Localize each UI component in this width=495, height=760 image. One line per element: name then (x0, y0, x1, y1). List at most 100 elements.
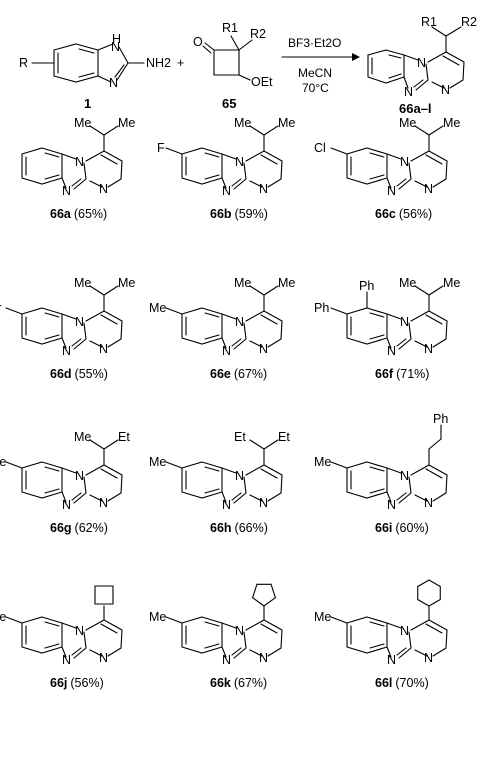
pyrimidine-n-label: N (99, 182, 108, 196)
ring-substituent-label: Me (0, 455, 6, 469)
plus-sign: + (177, 56, 184, 70)
ketone-oxygen-label: O (193, 35, 203, 49)
bridgehead-n-label: N (75, 469, 84, 483)
cyclohexyl-ring (417, 579, 441, 607)
imidazole-n-label: N (222, 498, 231, 512)
bridgehead-n-label: N (400, 155, 409, 169)
product-yield: (70%) (395, 676, 428, 690)
pyrimidine-n-label: N (424, 182, 433, 196)
pyrimidine-n-label: N (424, 496, 433, 510)
nh-nitrogen-label: N (111, 40, 120, 54)
pyrimidine-n-label: N (424, 342, 433, 356)
imidazole-n-label: N (62, 184, 71, 198)
imidazole-n-label: N (387, 344, 396, 358)
side-chain-left-label: Me (234, 276, 251, 290)
r-group-label: R (19, 56, 28, 70)
product-caption: 66l(70%) (375, 676, 429, 690)
side-chain-right-label: Me (118, 276, 135, 290)
bridgehead-n-label: N (75, 315, 84, 329)
product-number: 66l (375, 676, 392, 690)
pyrimidine-n-label: N (99, 651, 108, 665)
r1-label: R1 (222, 21, 238, 35)
ring-substituent-label: Me (0, 610, 6, 624)
side-chain-left-label: Me (399, 276, 416, 290)
side-chain-left-label: Me (399, 116, 416, 130)
ring-substituent-label: Me (314, 610, 331, 624)
nh-hydrogen-label: H (112, 32, 121, 46)
ring-substituent-label: Me (149, 301, 166, 315)
product-number: 66k (210, 676, 231, 690)
product-yield: (59%) (235, 207, 268, 221)
product-bridge-n: N (417, 56, 426, 70)
phenyl-label: Ph (433, 412, 448, 426)
product-yield: (56%) (70, 676, 103, 690)
imidazole-n-label: N (222, 344, 231, 358)
product-ring-n: N (441, 83, 450, 97)
product-yield: (66%) (235, 521, 268, 535)
side-chain-right-label: Me (278, 276, 295, 290)
side-chain-left-label: Me (74, 430, 91, 444)
product-caption: 66c(56%) (375, 207, 432, 221)
product-number: 66j (50, 676, 67, 690)
pyrimidine-n-label: N (424, 651, 433, 665)
product-general-structure (367, 26, 465, 91)
side-chain-right-label: Me (118, 116, 135, 130)
imidazole-n-label: N (387, 184, 396, 198)
product-caption: 66b(59%) (210, 207, 268, 221)
side-chain-right-label: Me (278, 116, 295, 130)
imidazole-n-label: N (62, 344, 71, 358)
reactant-1-structure (31, 43, 145, 83)
product-number: 66b (210, 207, 232, 221)
reaction-arrow (281, 53, 360, 61)
product-yield: (67%) (234, 367, 267, 381)
cyclobutyl-ring (94, 585, 114, 605)
temperature-label: 70°C (302, 81, 329, 95)
bridgehead-n-label: N (235, 315, 244, 329)
ring-substituent-label: F (157, 141, 165, 155)
product-yield: (71%) (396, 367, 429, 381)
ethoxy-label: OEt (251, 75, 273, 89)
ring-substituent-label: Br (0, 301, 2, 315)
side-chain-left-label: Me (74, 116, 91, 130)
pyrimidine-n-label: N (259, 496, 268, 510)
product-imine-n: N (404, 85, 413, 99)
product-number: 66a (50, 207, 72, 221)
product-66g: NNNMeMeEt66g(62%) (0, 430, 130, 535)
product-number: 66e (210, 367, 231, 381)
product-number: 66g (50, 521, 72, 535)
side-chain-left-label: Et (234, 430, 246, 444)
ring-substituent-label: Me (149, 610, 166, 624)
pyrimidine-n-label: N (259, 342, 268, 356)
ring-substituent-2-label: Ph (359, 279, 374, 293)
product-caption: 66d(55%) (50, 367, 108, 381)
side-chain-left-label: Me (74, 276, 91, 290)
imidazole-n-label: N (222, 184, 231, 198)
product-number: 66f (375, 367, 394, 381)
ring-substituent-label: Me (149, 455, 166, 469)
product-caption: 66j(56%) (50, 676, 104, 690)
bridgehead-n-label: N (75, 155, 84, 169)
product-caption: 66f(71%) (375, 367, 429, 381)
imidazole-n-label: N (222, 653, 231, 667)
pyrimidine-n-label: N (99, 496, 108, 510)
amine-label: NH2 (146, 56, 171, 70)
pyrimidine-n-label: N (99, 342, 108, 356)
product-number: 66h (210, 521, 232, 535)
product-yield: (55%) (75, 367, 108, 381)
product-caption: 66a(65%) (50, 207, 107, 221)
bridgehead-n-label: N (400, 624, 409, 638)
solvent-label: MeCN (298, 66, 332, 80)
product-number: 66c (375, 207, 396, 221)
imidazole-n-label: N (62, 498, 71, 512)
product-66d: N N N Br Me Me 66d(55%) (0, 276, 135, 381)
product-yield: (60%) (395, 521, 428, 535)
ring-substituent-label: Me (314, 455, 331, 469)
